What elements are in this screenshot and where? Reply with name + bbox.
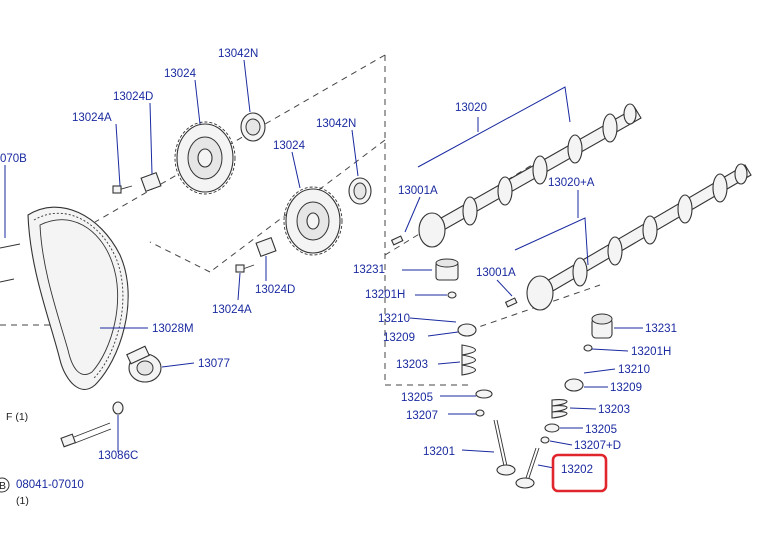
label-13203-left: 13203 bbox=[396, 359, 428, 371]
leader-lines bbox=[4, 59, 643, 469]
label-13210-left: 13210 bbox=[378, 313, 410, 325]
label-13209-left: 13209 bbox=[383, 332, 415, 344]
label-13210-right: 13210 bbox=[618, 364, 650, 376]
label-13209-right: 13209 bbox=[610, 382, 642, 394]
label-13231-right: 13231 bbox=[645, 323, 677, 335]
label-13001a-upper: 13001A bbox=[398, 185, 438, 197]
bolt-upper bbox=[112, 185, 133, 194]
tensioner-bolt bbox=[60, 422, 112, 448]
label-13201h-right: 13201H bbox=[631, 346, 671, 358]
circle-b-marker bbox=[0, 477, 10, 493]
label-13205-left: 13205 bbox=[401, 392, 433, 404]
oil-seal-upper bbox=[240, 112, 266, 142]
timing-belt bbox=[27, 206, 129, 390]
cam-sprocket-lower bbox=[283, 186, 343, 256]
label-13207: 13207 bbox=[406, 410, 438, 422]
label-13001a-lower: 13001A bbox=[476, 267, 516, 279]
label-13042n-upper: 13042N bbox=[218, 48, 258, 60]
label-13024-lower: 13024 bbox=[273, 140, 306, 152]
oil-seal-lower bbox=[348, 177, 372, 205]
label-13086c: 13086C bbox=[98, 450, 138, 462]
valve-stack-left bbox=[435, 258, 516, 476]
cam-pins bbox=[390, 235, 518, 308]
highlight-box-13202 bbox=[551, 453, 608, 493]
label-f-qty: F (1) bbox=[6, 411, 28, 423]
label-13077: 13077 bbox=[198, 358, 230, 370]
label-08041-qty: (1) bbox=[16, 495, 29, 507]
washer-13086c bbox=[112, 401, 124, 415]
label-13202: 13202 bbox=[561, 464, 593, 476]
label-13024a-lower: 13024A bbox=[212, 304, 252, 316]
part-labels: 13042N 13024 13024D 13024A 070B 13020 13… bbox=[0, 48, 677, 507]
circle-b-letter: B bbox=[0, 480, 6, 492]
label-13205-right: 13205 bbox=[585, 424, 617, 436]
label-08041-07010: 08041-07010 bbox=[16, 479, 84, 491]
sprocket-key-upper bbox=[140, 171, 162, 193]
valve-stack-right bbox=[515, 313, 613, 489]
camshaft-lower bbox=[526, 163, 752, 311]
label-13024a-upper: 13024A bbox=[72, 112, 112, 124]
left-shaft-stubs bbox=[0, 243, 21, 283]
label-13028m: 13028M bbox=[152, 323, 194, 335]
label-13201h-left: 13201H bbox=[365, 289, 405, 301]
label-070b: 070B bbox=[0, 153, 27, 165]
label-13024d-lower: 13024D bbox=[255, 284, 295, 296]
label-13203-right: 13203 bbox=[598, 404, 630, 416]
label-13231-left: 13231 bbox=[353, 264, 385, 276]
cam-sprocket-upper bbox=[174, 121, 236, 195]
label-13207d: 13207+D bbox=[574, 440, 621, 452]
tensioner-pulley bbox=[126, 345, 162, 383]
label-13042n-lower: 13042N bbox=[316, 118, 356, 130]
label-13024-upper: 13024 bbox=[164, 68, 197, 80]
label-13201: 13201 bbox=[423, 446, 455, 458]
camshaft-upper bbox=[418, 103, 642, 248]
bolt-lower bbox=[235, 264, 255, 273]
label-13020: 13020 bbox=[455, 102, 487, 114]
label-13020a: 13020+A bbox=[548, 177, 595, 189]
sprocket-key-lower bbox=[255, 236, 277, 258]
label-13024d-upper: 13024D bbox=[113, 91, 153, 103]
